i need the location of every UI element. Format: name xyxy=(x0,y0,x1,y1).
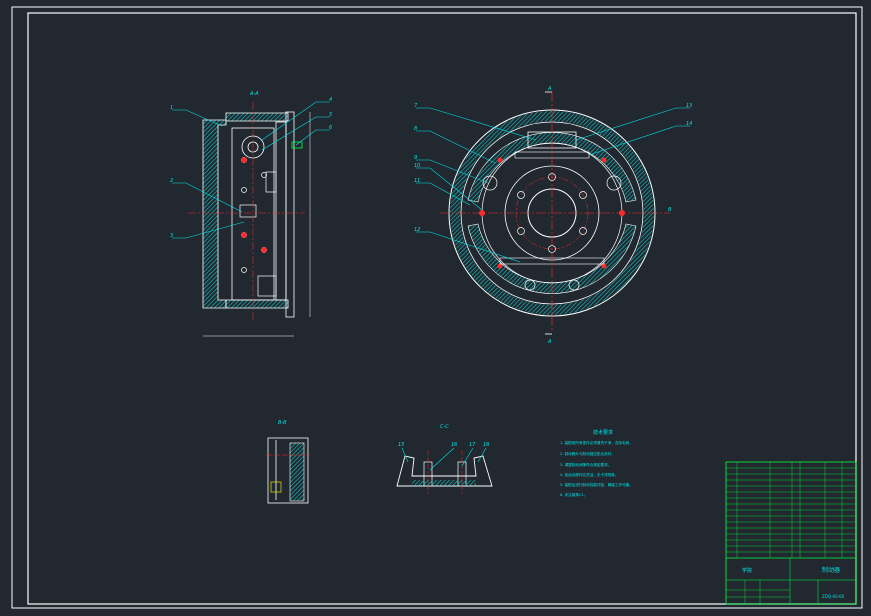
rivet xyxy=(601,157,607,163)
hub-boss xyxy=(285,111,295,318)
note-item: 4. 各运动部件应灵活，无卡滞现象。 xyxy=(560,472,618,477)
wheel-bolt xyxy=(517,191,525,199)
cut-label-bottom: A xyxy=(547,339,552,345)
callout-number: 17 xyxy=(469,442,476,448)
note-item: 3. 调整制动间隙符合规定要求。 xyxy=(560,462,611,467)
leader-line xyxy=(261,116,330,151)
section-bb-view: B-B xyxy=(266,420,310,504)
wheel-bolt xyxy=(517,227,525,235)
inner-frame xyxy=(27,12,857,605)
drum-flange-bottom xyxy=(225,299,289,309)
callout-number: 13 xyxy=(686,103,692,109)
outer-frame xyxy=(11,6,863,609)
lower-shoe-lining xyxy=(467,223,637,294)
callout-number: 9 xyxy=(414,155,417,161)
bolt-hole xyxy=(241,267,247,273)
leader-line xyxy=(588,125,690,156)
callout-number: 18 xyxy=(483,442,489,448)
leader-line xyxy=(429,447,455,471)
leader-line xyxy=(416,182,471,206)
leader-line xyxy=(575,107,690,141)
backing-plate xyxy=(275,121,287,301)
leader-line xyxy=(401,447,409,463)
bb-hatched-wall xyxy=(289,442,305,502)
bolt-section xyxy=(241,232,247,238)
note-item: 1. 装配前所有零件必须清洗干净，去除毛刺。 xyxy=(560,440,633,445)
rivet xyxy=(601,263,607,269)
bolt-hole xyxy=(241,187,247,193)
sheet-code: ZDQ-00-00 xyxy=(822,594,845,599)
cut-label-right: B xyxy=(668,207,672,213)
leader-line xyxy=(295,129,330,146)
callout-number: 4 xyxy=(329,97,332,103)
leader-line xyxy=(172,109,223,127)
adjuster-spring xyxy=(265,171,277,193)
hold-down-pin xyxy=(524,279,536,291)
wheel-bolt xyxy=(579,191,587,199)
bolt-section xyxy=(241,157,247,163)
leader-line xyxy=(172,182,243,213)
leader-line xyxy=(477,447,487,463)
wheel-bolt xyxy=(579,227,587,235)
leader-line xyxy=(416,130,496,164)
front-view: A A B 7 8 9 10 11 12 13 14 xyxy=(414,86,692,345)
bb-nut xyxy=(270,481,282,493)
note-item: 2. 制动蹄片与制动鼓应贴合良好。 xyxy=(560,451,615,456)
note-item: 5. 装配后进行制动性能试验，确保工作可靠。 xyxy=(560,482,633,487)
notes-title: 技术要求 xyxy=(593,429,613,436)
callout-number: 11 xyxy=(414,178,420,184)
rivet xyxy=(497,263,503,269)
callout-number: 7 xyxy=(414,103,418,109)
drum-wall xyxy=(202,119,227,309)
callout-number: 16 xyxy=(451,442,457,448)
rivet xyxy=(497,157,503,163)
hold-down-pin xyxy=(482,175,498,191)
title-block: 制动器 学院 ZDQ-00-00 xyxy=(725,461,857,605)
leader-line xyxy=(261,101,330,141)
callout-number: 12 xyxy=(414,227,420,233)
hold-down-pin xyxy=(568,279,580,291)
leader-line xyxy=(172,221,245,239)
bolt-section xyxy=(261,247,267,253)
technical-notes: 技术要求 1. 装配前所有零件必须清洗干净，去除毛刺。 2. 制动蹄片与制动鼓应… xyxy=(560,429,633,497)
leader-line xyxy=(416,167,483,211)
callout-number: 1 xyxy=(170,105,173,111)
drawing-name: 制动器 xyxy=(822,566,840,574)
section-aa-view: A-A xyxy=(170,91,332,337)
adjuster-screw xyxy=(239,204,257,218)
lower-anchor xyxy=(257,275,277,297)
cc-base-hatch xyxy=(412,480,476,486)
callout-number: 8 xyxy=(414,126,417,132)
leader-line xyxy=(461,447,474,467)
bleeder-screw xyxy=(291,141,303,149)
section-cc-view: C-C 15 16 17 18 xyxy=(396,424,493,494)
leader-line xyxy=(416,231,521,263)
parts-list-frame xyxy=(725,461,857,605)
bb-body xyxy=(267,437,309,504)
drum-flange-top xyxy=(225,112,289,122)
note-item: 6. 未注倒角C1。 xyxy=(560,492,587,497)
leader-line xyxy=(416,107,537,141)
section-bb-title: B-B xyxy=(278,420,287,426)
callout-number: 3 xyxy=(170,233,173,239)
callout-number: 14 xyxy=(686,121,692,127)
callout-number: 15 xyxy=(398,442,404,448)
callout-number: 2 xyxy=(170,178,173,184)
cut-label-top: A xyxy=(547,86,552,92)
callout-number: 10 xyxy=(414,163,420,169)
callout-number: 6 xyxy=(329,125,332,131)
section-aa-title: A-A xyxy=(249,91,259,97)
bolt-hole xyxy=(261,172,267,178)
callout-number: 5 xyxy=(329,112,332,118)
cc-bracket xyxy=(396,455,493,487)
hold-down-pin xyxy=(606,175,622,191)
leader-line xyxy=(416,159,489,184)
school-name: 学院 xyxy=(742,567,752,574)
section-cc-title: C-C xyxy=(440,424,449,430)
